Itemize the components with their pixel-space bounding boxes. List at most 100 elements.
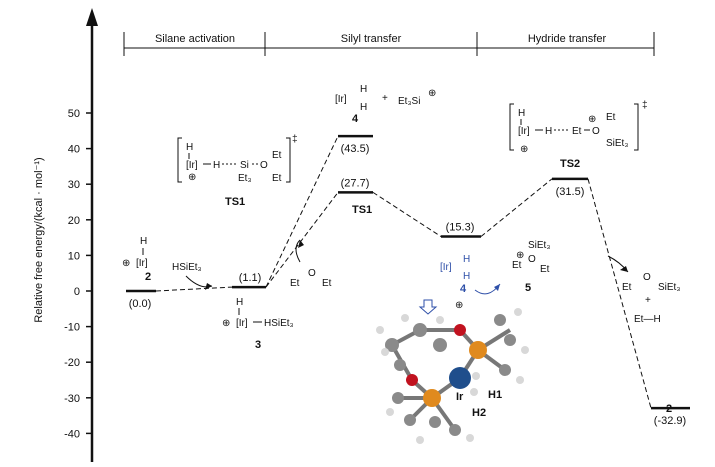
species-number-2-end: 2 — [666, 403, 672, 415]
svg-text:⊕: ⊕ — [122, 258, 130, 269]
structure-2-start: H ⊕ [Ir] — [122, 236, 148, 269]
svg-text:O: O — [592, 126, 600, 137]
value-label-3: (1.1) — [239, 272, 262, 284]
svg-text:Si: Si — [240, 160, 249, 171]
svg-text:[Ir]: [Ir] — [236, 318, 248, 329]
svg-text:SiEt₃: SiEt₃ — [528, 240, 550, 251]
svg-text:H: H — [186, 142, 193, 153]
svg-text:H2: H2 — [472, 407, 486, 419]
svg-text:H: H — [463, 254, 470, 265]
connector-line — [480, 178, 553, 237]
svg-text:H1: H1 — [488, 389, 502, 401]
species-number-ts1: TS1 — [352, 204, 372, 216]
y-tick-label: 10 — [68, 250, 80, 262]
svg-text:Et₃Si: Et₃Si — [398, 96, 420, 107]
svg-text:SiEt₃: SiEt₃ — [606, 138, 628, 149]
y-tick-label: 50 — [68, 108, 80, 120]
svg-text:H: H — [463, 271, 470, 282]
svg-text:[Ir]: [Ir] — [518, 126, 530, 137]
svg-text:Et₃: Et₃ — [238, 173, 252, 184]
species-number-5: 5 — [525, 282, 531, 294]
svg-text:⊕: ⊕ — [455, 300, 463, 311]
structure-4-mid: [Ir] H H ⊕ — [440, 254, 470, 311]
stage-hydride-transfer: Hydride transfer — [528, 33, 607, 45]
species-number-2-start: 2 — [145, 271, 151, 283]
svg-text:‡: ‡ — [292, 134, 298, 145]
value-label-ts2: (31.5) — [556, 186, 585, 198]
connector-line — [265, 192, 339, 288]
value-label-4-mid: (15.3) — [446, 222, 475, 234]
svg-text:O: O — [643, 272, 651, 283]
svg-text:Et: Et — [272, 173, 282, 184]
structure-3: H ⊕ [Ir] HSiEt₃ — [222, 297, 294, 329]
value-label-4-top: (43.5) — [341, 143, 370, 155]
svg-text:H: H — [140, 236, 147, 247]
y-axis-arrow — [86, 8, 98, 26]
connector-group — [155, 135, 652, 409]
svg-text:H: H — [213, 160, 220, 171]
species-number-3: 3 — [255, 339, 261, 351]
ts2-structure: ‡ H [Ir] H Et O ⊕ Et SiEt₃ ⊕ — [509, 100, 648, 155]
svg-text:⊕: ⊕ — [520, 144, 528, 155]
y-tick-label: 0 — [74, 286, 80, 298]
y-tick-label: 40 — [68, 144, 80, 156]
svg-text:Et: Et — [622, 282, 632, 293]
y-tick-label: -40 — [64, 428, 80, 440]
species-number-4-mid: 4 — [460, 283, 467, 295]
ether-reagent: Et — [290, 278, 300, 289]
svg-text:O: O — [528, 254, 536, 265]
svg-text:⊕: ⊕ — [516, 250, 524, 261]
svg-text:[Ir]: [Ir] — [440, 262, 452, 273]
svg-text:HSiEt₃: HSiEt₃ — [264, 318, 294, 329]
level-group — [126, 134, 690, 410]
y-axis-label: Relative free energy/(kcal · mol⁻¹) — [33, 157, 45, 322]
svg-text:⊕: ⊕ — [588, 114, 596, 125]
svg-text:H: H — [236, 297, 243, 308]
svg-text:Et—H: Et—H — [634, 314, 661, 325]
svg-text:H: H — [545, 126, 552, 137]
svg-text:[Ir]: [Ir] — [335, 94, 347, 105]
connector-line — [265, 135, 339, 288]
svg-text:⊕: ⊕ — [222, 318, 230, 329]
structure-4-top: [Ir] H H + Et₃Si ⊕ — [335, 84, 436, 113]
y-tick-label: 20 — [68, 215, 80, 227]
stage-bracket: Silane activation Silyl transfer Hydride… — [123, 30, 655, 56]
svg-text:SiEt₃: SiEt₃ — [658, 282, 680, 293]
connector-line — [155, 286, 233, 292]
ts1-structure: ‡ H [Ir] H Si O Et₃ Et Et ⊕ — [177, 134, 298, 184]
value-label-2-start: (0.0) — [129, 298, 152, 310]
svg-text:Et: Et — [322, 278, 332, 289]
product-silyl-ether: Et O SiEt₃ + Et—H — [622, 272, 680, 325]
structure-5: SiEt₃ Et O Et ⊕ — [512, 240, 550, 275]
svg-text:H: H — [518, 108, 525, 119]
y-tick-label: -30 — [64, 393, 80, 405]
svg-text:H: H — [360, 84, 367, 95]
svg-text:Ir: Ir — [456, 391, 464, 403]
svg-text:[Ir]: [Ir] — [186, 160, 198, 171]
svg-text:+: + — [645, 295, 651, 306]
species-number-ts2: TS2 — [560, 158, 580, 170]
stage-silane-activation: Silane activation — [155, 33, 235, 45]
stage-silyl-transfer: Silyl transfer — [341, 33, 402, 45]
svg-text:H: H — [360, 102, 367, 113]
y-tick-label: 30 — [68, 179, 80, 191]
svg-text:‡: ‡ — [642, 100, 648, 111]
svg-text:Et: Et — [512, 260, 522, 271]
svg-text:Et: Et — [572, 126, 582, 137]
value-label-2-end: (-32.9) — [654, 415, 686, 427]
hsiet3-reagent: HSiEt₃ — [172, 262, 202, 273]
value-label-ts1: (27.7) — [341, 177, 370, 189]
svg-text:⊕: ⊕ — [428, 88, 436, 99]
svg-text:Et: Et — [272, 150, 282, 161]
connector-line — [587, 178, 652, 409]
svg-text:⊕: ⊕ — [188, 172, 196, 183]
y-tick-label: -10 — [64, 322, 80, 334]
ts1-structure-label: TS1 — [225, 196, 245, 208]
svg-text:+: + — [382, 93, 388, 104]
connector-line — [372, 191, 442, 237]
molecular-structure-image: Ir H1 H2 — [376, 299, 529, 444]
svg-text:Et: Et — [540, 264, 550, 275]
svg-text:O: O — [308, 268, 316, 279]
